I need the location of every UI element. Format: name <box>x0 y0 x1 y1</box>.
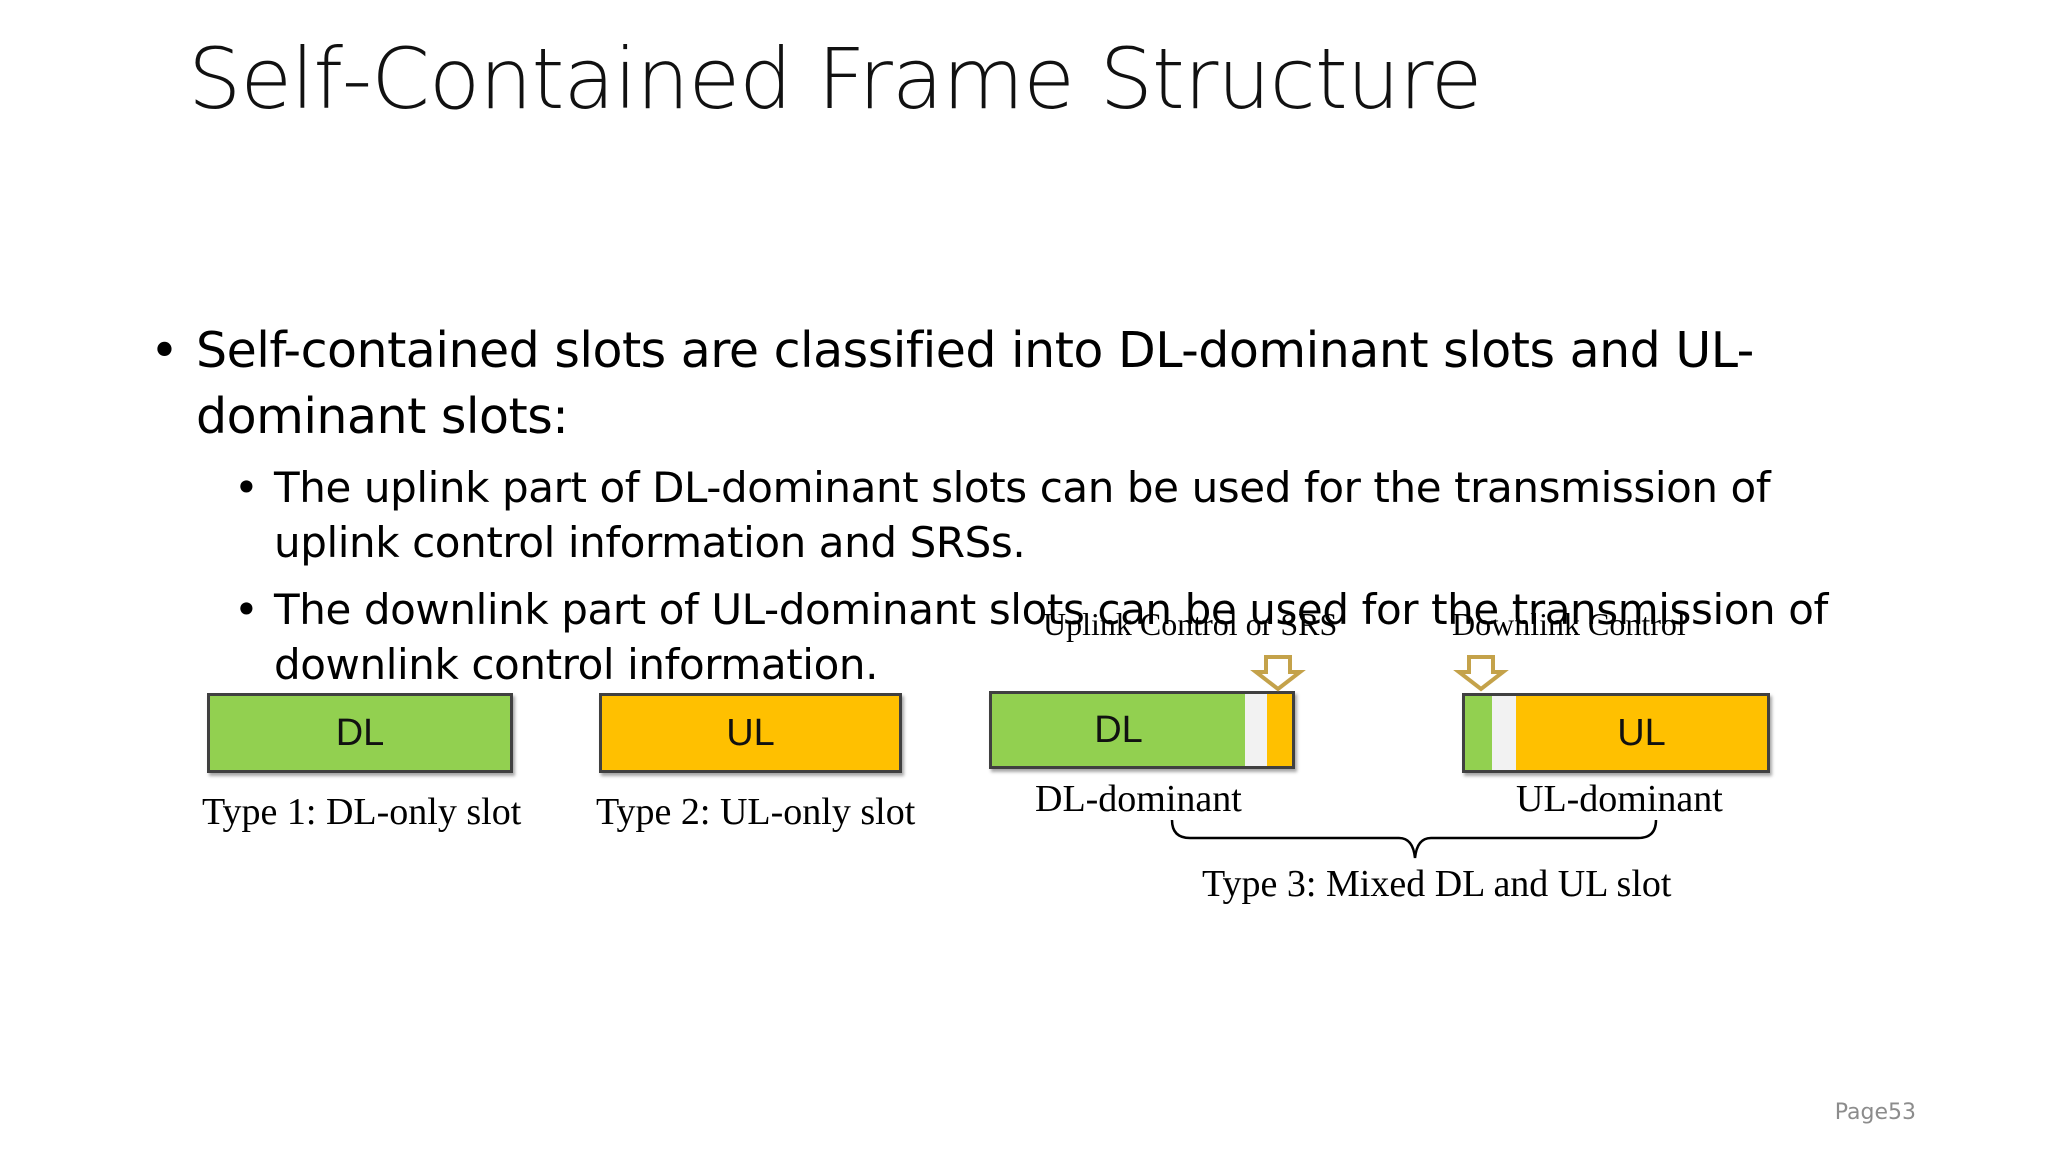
type3-caption: Type 3: Mixed DL and UL slot <box>1202 863 1672 905</box>
ul-dominant-block: UL <box>1462 693 1770 773</box>
dl-dominant-uplink-part <box>1267 694 1292 766</box>
bullet-main: • Self-contained slots are classified in… <box>150 318 1870 450</box>
ul-dominant-caption: UL-dominant <box>1516 778 1723 820</box>
bullet-sub-1-text: The uplink part of DL-dominant slots can… <box>274 463 1771 567</box>
bullet-dot: • <box>150 322 179 379</box>
dl-dominant-guard-period <box>1245 694 1267 766</box>
dl-dominant-caption: DL-dominant <box>1035 778 1242 820</box>
type1-dl-label: DL <box>335 711 385 754</box>
dl-dominant-block: DL <box>989 691 1295 769</box>
bullet-dot: • <box>234 585 259 634</box>
type1-caption: Type 1: DL-only slot <box>202 791 522 833</box>
slide-title: Self-Contained Frame Structure <box>188 30 1482 128</box>
ul-dominant-ul-label: UL <box>1617 711 1666 754</box>
page-number: Page53 <box>1834 1100 1916 1125</box>
type3-brace-icon <box>1170 819 1658 859</box>
ul-dominant-downlink-part <box>1465 696 1492 770</box>
ul-dominant-guard-period <box>1492 696 1516 770</box>
bullet-dot: • <box>234 463 259 512</box>
bullet-main-text: Self-contained slots are classified into… <box>196 322 1754 445</box>
type2-caption: Type 2: UL-only slot <box>596 791 916 833</box>
bullet-list: • Self-contained slots are classified in… <box>150 318 1870 692</box>
type2-ul-block: UL <box>599 693 902 773</box>
bullet-sub-2: • The downlink part of UL-dominant slots… <box>150 582 1870 692</box>
dl-dominant-dl-label: DL <box>1094 708 1143 751</box>
bullet-sub-2-text: The downlink part of UL-dominant slots c… <box>274 585 1828 689</box>
type1-dl-block: DL <box>207 693 513 773</box>
bullet-sub-1: • The uplink part of DL-dominant slots c… <box>150 460 1870 570</box>
type2-ul-label: UL <box>726 711 775 754</box>
